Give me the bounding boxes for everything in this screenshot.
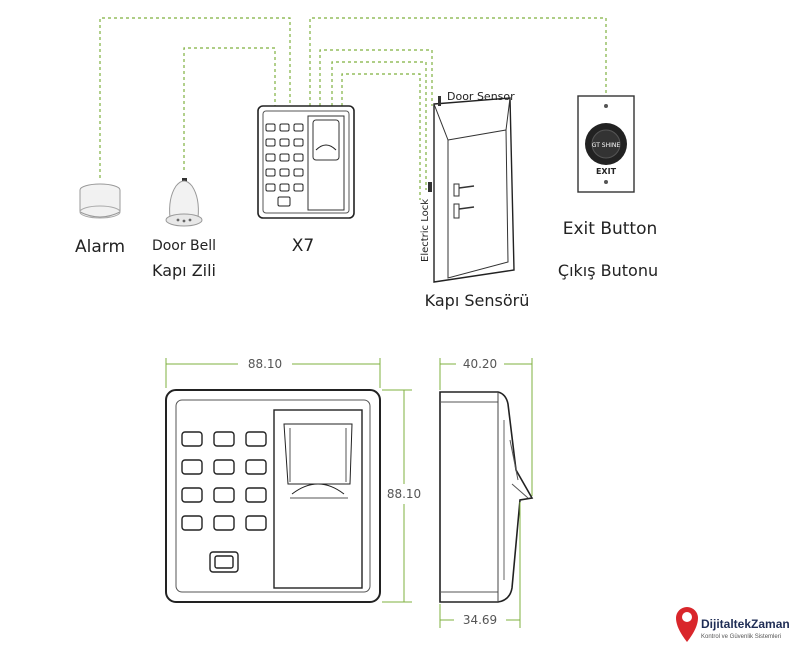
- wire-lock-1: [331, 61, 427, 190]
- door-bell-label: Door Bell: [152, 238, 216, 254]
- side-view: [439, 391, 534, 603]
- side-dimensions: 40.20 34.69: [439, 357, 533, 628]
- svg-text:GT SHINE: GT SHINE: [592, 142, 621, 149]
- door-icon: [428, 96, 515, 283]
- alarm-label: Alarm: [75, 237, 125, 257]
- x7-keypad: [265, 123, 304, 207]
- dimension-depth-bottom: 34.69: [463, 613, 497, 627]
- x7-label: X7: [292, 236, 314, 256]
- location-pin-icon: [676, 607, 698, 642]
- door-sensor-label: Door Sensor: [447, 90, 515, 103]
- wire-door-sensor: [319, 49, 433, 106]
- electric-lock-label: Electric Lock: [420, 199, 431, 262]
- logo-name: DijitaltekZaman: [701, 617, 790, 631]
- dimension-width: 88.10: [248, 357, 282, 371]
- door-bell-label-tr: Kapı Zili: [152, 261, 216, 280]
- company-logo: DijitaltekZaman Kontrol ve Güvenlik Sist…: [676, 607, 790, 642]
- exit-button-label-tr: Çıkış Butonu: [558, 261, 658, 280]
- dimension-depth-top: 40.20: [463, 357, 497, 371]
- exit-text: EXIT: [596, 167, 617, 176]
- exit-button-label: Exit Button: [563, 219, 658, 239]
- dimension-height: 88.10: [387, 487, 421, 501]
- x7-device-icon: [257, 105, 355, 219]
- wiring-lines: [99, 17, 607, 200]
- front-dimensions: 88.10 88.10: [165, 357, 421, 603]
- alarm-icon: [79, 183, 121, 219]
- wire-exit-button: [309, 17, 607, 106]
- front-view: [165, 389, 381, 603]
- wire-doorbell: [183, 47, 276, 170]
- wire-alarm: [99, 17, 291, 178]
- door-sensor-label-tr: Kapı Sensörü: [425, 291, 530, 310]
- exit-button-icon: GT SHINE EXIT: [577, 95, 635, 193]
- front-keypad: [181, 431, 267, 573]
- door-bell-icon: [165, 178, 203, 227]
- logo-tagline: Kontrol ve Güvenlik Sistemleri: [701, 634, 781, 640]
